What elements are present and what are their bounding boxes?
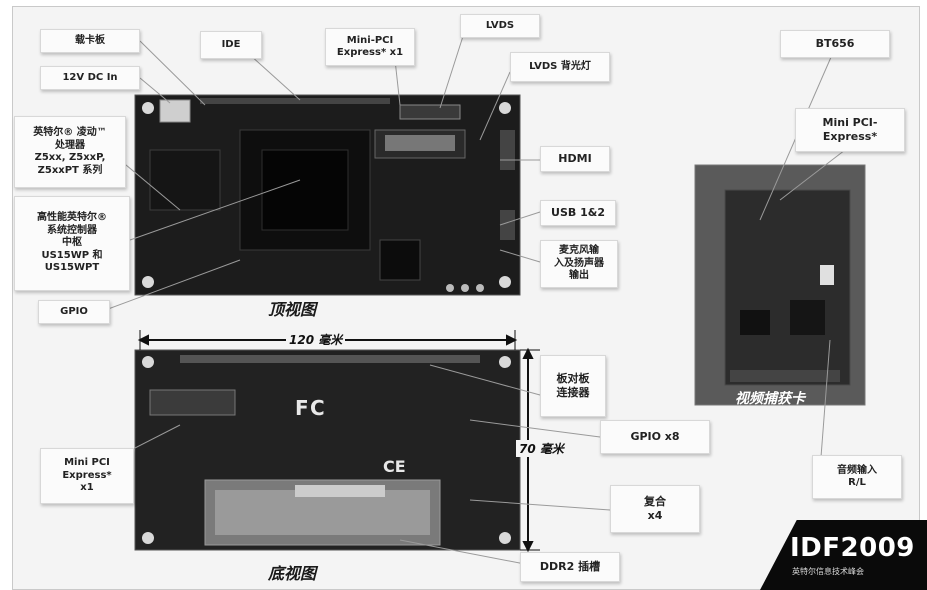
label-mini-pci-capture: Mini PCI- Express* <box>795 108 905 152</box>
capture-card-board <box>695 165 865 405</box>
caption-capture-card: 视频捕获卡 <box>735 388 805 408</box>
bottom-view-board <box>135 350 520 550</box>
label-sch: 高性能英特尔® 系统控制器 中枢 US15WP 和 US15WPT <box>14 196 130 291</box>
label-usb: USB 1&2 <box>540 200 616 226</box>
dimension-height: 70 毫米 <box>516 440 567 457</box>
label-ddr2-slot: DDR2 插槽 <box>520 552 620 582</box>
top-view-board <box>135 95 520 295</box>
label-bt656: BT656 <box>780 30 890 58</box>
dimension-width: 120 毫米 <box>286 331 345 348</box>
idf-logo-subtitle: 英特尔信息技术峰会 <box>792 566 864 577</box>
label-power-in: 12V DC In <box>40 66 140 90</box>
label-audio-in: 音频输入 R/L <box>812 455 902 499</box>
label-gpio-x8: GPIO x8 <box>600 420 710 454</box>
fcc-mark: F <box>295 396 309 420</box>
label-lvds: LVDS <box>460 14 540 38</box>
idf-logo: IDF2009 <box>790 533 915 563</box>
label-audio-out: 麦克风输 入及扬声器 输出 <box>540 240 618 288</box>
ce-mark: CE <box>383 457 406 476</box>
label-lvds-backlight: LVDS 背光灯 <box>510 52 610 82</box>
label-composite: 复合 x4 <box>610 485 700 533</box>
label-mini-pci-bottom: Mini PCI Express* x1 <box>40 448 134 504</box>
label-mini-pci-top: Mini-PCI Express* x1 <box>325 28 415 66</box>
fcc-mark-c: C <box>310 396 325 420</box>
caption-top-view: 顶视图 <box>268 296 316 320</box>
label-gpio: GPIO <box>38 300 110 324</box>
caption-bottom-view: 底视图 <box>268 560 316 584</box>
label-hdmi: HDMI <box>540 146 610 172</box>
label-ide: IDE <box>200 31 262 59</box>
label-board-connector: 板对板 连接器 <box>540 355 606 417</box>
label-board-to-board: 载卡板 <box>40 29 140 53</box>
label-processor: 英特尔® 凌动™ 处理器 Z5xx, Z5xxP, Z5xxPT 系列 <box>14 116 126 188</box>
